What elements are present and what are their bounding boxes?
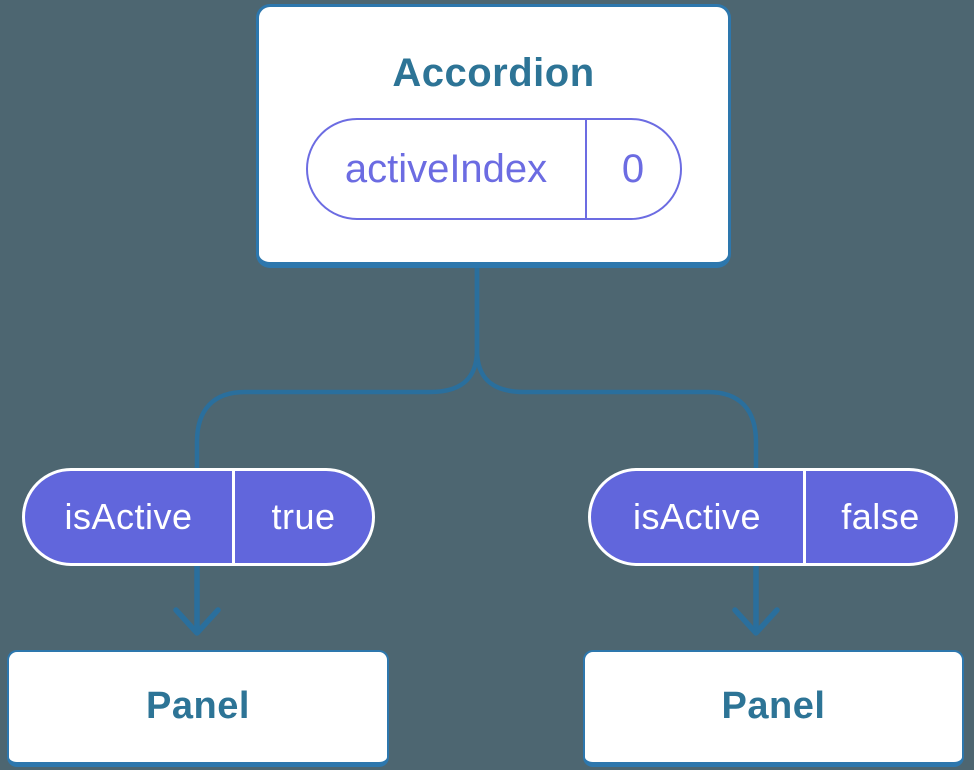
accordion-component-node: Accordion activeIndex 0 xyxy=(256,4,731,268)
connector-root-to-right-pill xyxy=(474,263,759,471)
prop-pill-isactive-true: isActive true xyxy=(22,468,375,566)
prop-pill-right-name: isActive xyxy=(591,471,806,563)
panel-left-title: Panel xyxy=(146,685,250,728)
arrow-left-pill-to-panel xyxy=(173,563,221,636)
state-pill-name: activeIndex xyxy=(308,120,587,218)
prop-pill-right-value: false xyxy=(841,496,920,537)
accordion-node-title: Accordion xyxy=(392,51,595,95)
prop-pill-isactive-false: isActive false xyxy=(588,468,958,566)
panel-right-title: Panel xyxy=(721,685,826,728)
arrow-right-pill-to-panel xyxy=(732,563,780,636)
panel-node-right: Panel xyxy=(583,650,964,767)
panel-node-left: Panel xyxy=(7,650,389,767)
prop-pill-left-value: true xyxy=(271,496,336,537)
connector-root-to-left-pill xyxy=(194,263,480,471)
state-pill-activeindex: activeIndex 0 xyxy=(305,118,682,220)
prop-pill-left-name: isActive xyxy=(25,471,235,563)
state-pill-value: 0 xyxy=(621,146,645,191)
